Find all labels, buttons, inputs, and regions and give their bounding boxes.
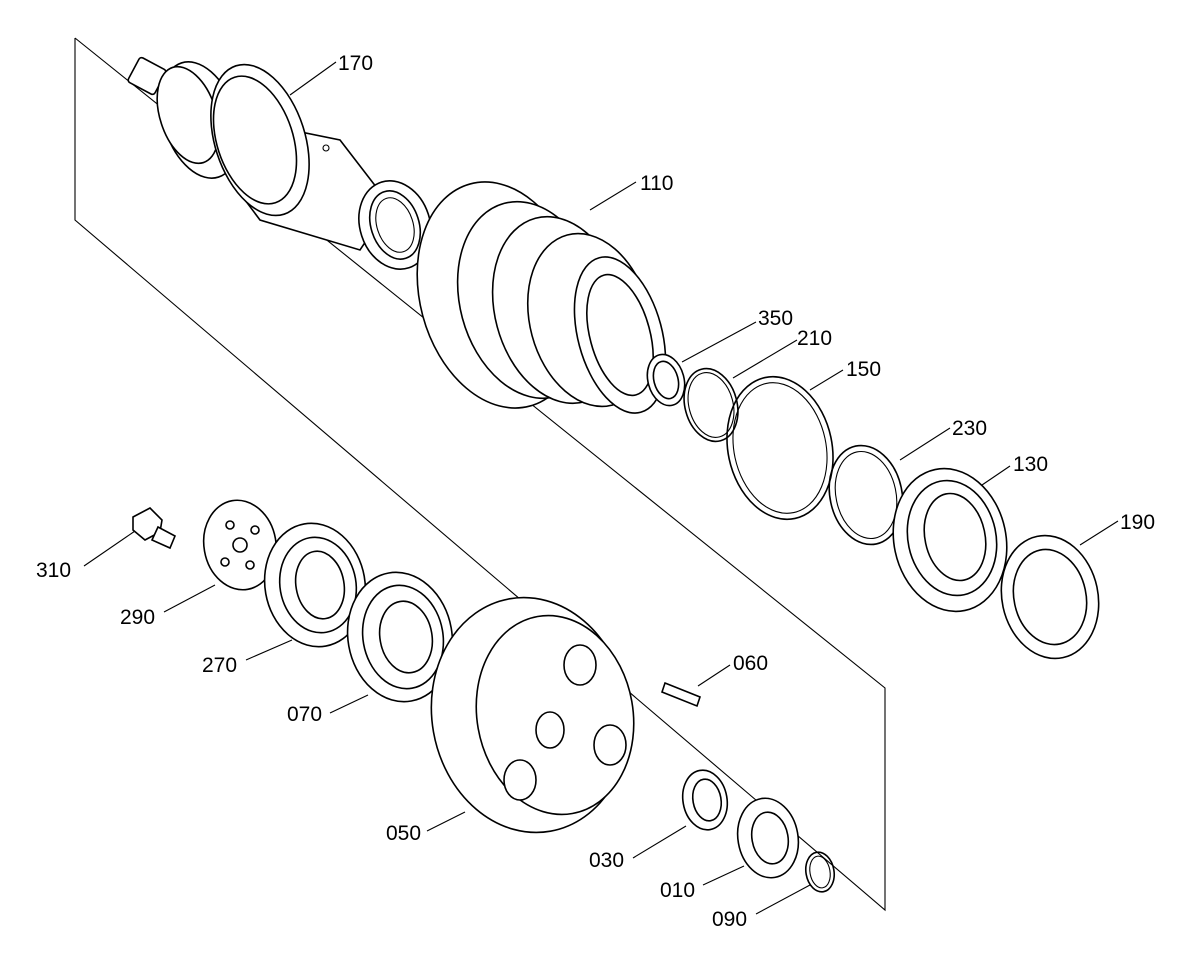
label-270: 270 [202,654,237,677]
label-210: 210 [797,327,832,350]
label-190: 190 [1120,511,1155,534]
label-090: 090 [712,908,747,931]
label-350: 350 [758,307,793,330]
part-150-snap-ring[interactable] [714,367,846,529]
assembly-frame [74,37,886,912]
part-270-bearing[interactable] [255,515,375,654]
label-230: 230 [952,417,987,440]
part-210-snap-ring[interactable] [676,363,745,448]
part-230-circlip[interactable] [820,439,911,552]
label-110: 110 [640,172,673,195]
part-050-carrier-gear[interactable] [413,582,649,848]
part-290-plate[interactable] [197,494,284,595]
part-010-planet-gear[interactable] [732,793,805,882]
part-030-needle-bearing[interactable] [678,767,732,834]
label-130: 130 [1013,453,1048,476]
part-310-bolt[interactable] [132,507,177,550]
label-060: 060 [733,652,768,675]
part-190-seal[interactable] [990,526,1110,667]
label-030: 030 [589,849,624,872]
part-070-bearing[interactable] [338,564,463,710]
label-050: 050 [386,822,421,845]
label-070: 070 [287,703,322,726]
label-290: 290 [120,606,155,629]
leader-lines [83,61,1119,915]
label-310: 310 [36,559,71,582]
part-170-shaft[interactable] [127,52,442,279]
label-150: 150 [846,358,881,381]
part-060-pin[interactable] [661,681,701,708]
label-170: 170 [338,52,373,75]
part-090-snap-ring[interactable] [803,850,838,894]
part-350-washer[interactable] [642,350,690,410]
part-130-bearing[interactable] [880,458,1019,622]
label-010: 010 [660,879,695,902]
part-110-clutch-pack[interactable] [393,163,681,427]
